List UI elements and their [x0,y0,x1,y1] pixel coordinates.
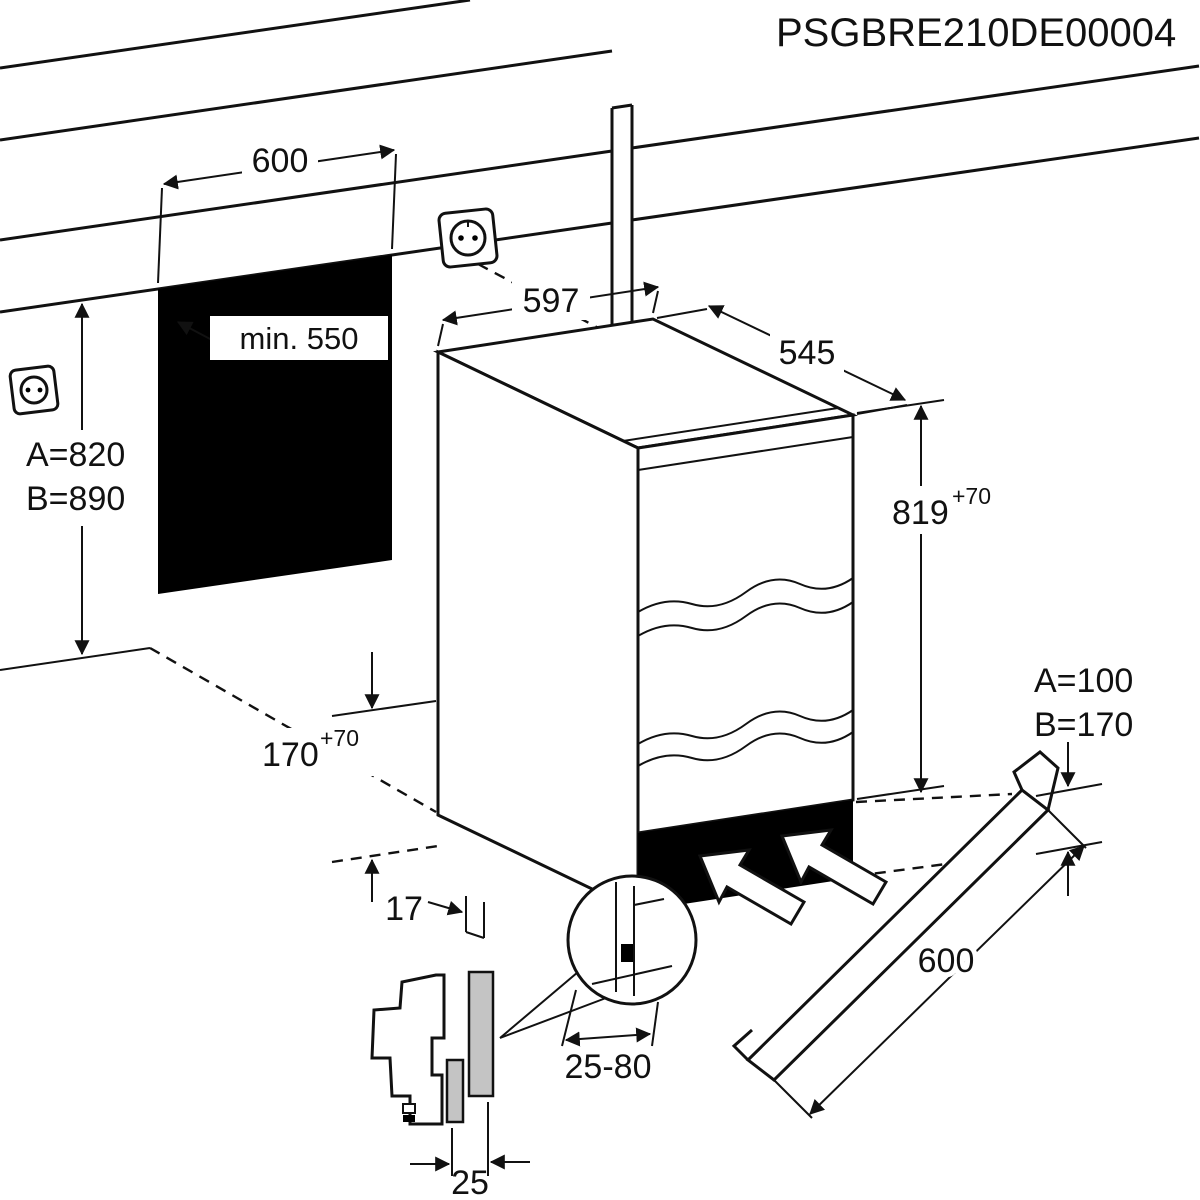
dim-plinth-height-b-label: B=170 [1034,706,1133,744]
dim-plinth-length: 600 [773,809,1087,1119]
bracket-section [445,1058,465,1124]
dim-niche-min-depth: min. 550 [176,316,388,360]
appliance-side-face [436,349,640,914]
detail-cross-section [370,970,495,1126]
dim-niche-width-label: 600 [252,142,309,180]
dim-plinth-height: A=100 B=170 [1034,662,1133,896]
niche-opening [158,255,392,594]
dim-niche-min-depth-label: min. 550 [240,321,359,356]
dim-appliance-height: 819 +70 [856,399,1020,800]
dim-clearance-height-label: 170 [262,736,319,774]
power-socket-icon-left [8,364,60,416]
dim-side-inset-label: 17 [385,890,423,928]
floor-lines [0,646,437,814]
magnifier-bubble-icon [499,874,698,1039]
dim-plinth-length-label: 600 [918,942,975,980]
dim-appliance-depth-label: 545 [779,334,836,372]
dim-appliance-height-label: 819 [892,494,949,532]
dim-clearance-height-tol: +70 [320,725,359,751]
dim-mount-range-label: 25-80 [565,1048,652,1086]
appliance-door-face [636,413,855,835]
dim-niche-height-a-label: A=820 [26,436,125,474]
appliance [432,317,859,939]
dim-panel-thickness-label: 25 [451,1164,489,1200]
base-step-lines [465,896,485,939]
power-socket-icon [437,207,499,269]
socket-connection-line [477,262,637,350]
dim-niche-height-b-label: B=890 [26,480,125,518]
dim-mount-range: 25-80 [561,989,659,1086]
door-break-lines [637,577,854,767]
dim-niche-height: A=820 B=890 [20,302,158,656]
dim-side-inset: 17 [380,885,464,933]
part-code: PSGBRE210DE00004 [776,11,1176,55]
dim-appliance-width-label: 597 [523,282,580,320]
plinth-panel-section [467,970,495,1098]
dim-plinth-height-a-label: A=100 [1034,662,1133,700]
dim-appliance-width: 597 [437,280,660,347]
dim-panel-thickness: 25 [410,1102,530,1200]
dim-appliance-height-tol: +70 [952,483,991,509]
dim-clearance-height: 170 +70 [256,652,439,902]
dim-niche-width: 600 [157,140,397,284]
